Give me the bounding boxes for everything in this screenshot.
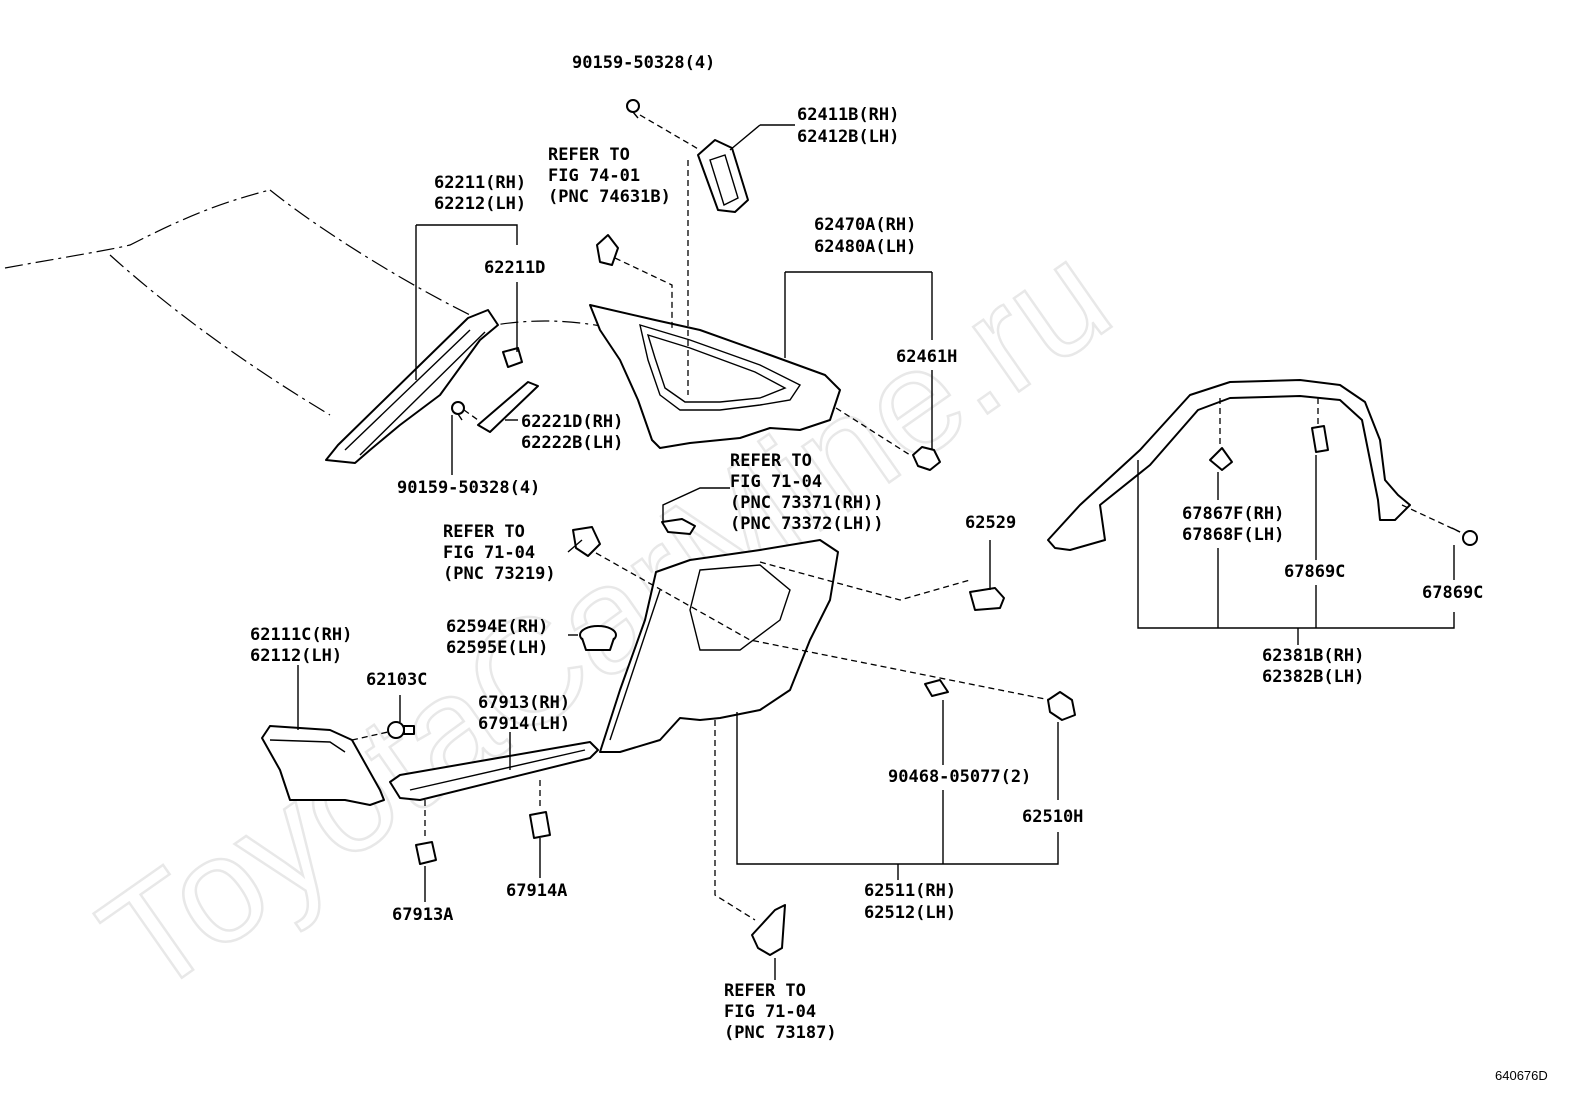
- label-weather-rh[interactable]: 62381B(RH): [1262, 646, 1364, 666]
- label-qtr-lh[interactable]: 62480A(LH): [814, 237, 916, 257]
- label-refer-73219-line2: FIG 71-04: [443, 543, 535, 563]
- label-refer-73219-line1: REFER TO: [443, 522, 525, 542]
- label-refer-7104a-line4[interactable]: (PNC 73372(LH)): [730, 514, 884, 534]
- label-clip-67868f[interactable]: 67868F(LH): [1182, 525, 1284, 545]
- label-bracket-lh[interactable]: 62412B(LH): [797, 127, 899, 147]
- screw-90468[interactable]: [924, 679, 949, 697]
- label-clip-67867f[interactable]: 67867F(RH): [1182, 504, 1284, 524]
- label-scuff-rh[interactable]: 67913(RH): [478, 693, 570, 713]
- label-refer-73187-line2: FIG 71-04: [724, 1002, 816, 1022]
- bracket-73187[interactable]: [751, 904, 786, 956]
- clip-67867f[interactable]: [1209, 447, 1233, 471]
- label-refer-73219-line3[interactable]: (PNC 73219): [443, 564, 556, 584]
- label-pillar-lh[interactable]: 62212(LH): [434, 194, 526, 214]
- label-scuff-lh[interactable]: 67914(LH): [478, 714, 570, 734]
- label-refer-74-line3[interactable]: (PNC 74631B): [548, 187, 671, 207]
- clip-74631b[interactable]: [596, 234, 619, 266]
- label-strip-rh[interactable]: 62221D(RH): [521, 412, 623, 432]
- label-cap-rh[interactable]: 62594E(RH): [446, 617, 548, 637]
- pillar-strip[interactable]: [477, 381, 539, 433]
- clip-67869c-b[interactable]: [1451, 527, 1478, 546]
- quarter-window-garnish[interactable]: [589, 304, 841, 449]
- label-refer-7104a-line3[interactable]: (PNC 73371(RH)): [730, 493, 884, 513]
- part-62529[interactable]: [969, 587, 1005, 611]
- bolt-lower[interactable]: [451, 401, 465, 421]
- clip-62211d[interactable]: [502, 347, 523, 368]
- label-pillar-rh[interactable]: 62211(RH): [434, 173, 526, 193]
- clip-73371[interactable]: [661, 518, 696, 535]
- cap-62594e[interactable]: [579, 625, 617, 651]
- label-clip-67869c-b[interactable]: 67869C: [1422, 583, 1483, 603]
- label-bolt-top[interactable]: 90159-50328(4): [572, 53, 715, 73]
- label-refer-74-line1: REFER TO: [548, 145, 630, 165]
- label-bracket-rh[interactable]: 62411B(RH): [797, 105, 899, 125]
- label-strip-lh[interactable]: 62222B(LH): [521, 433, 623, 453]
- front-pillar-garnish[interactable]: [325, 309, 499, 464]
- label-refer-73187-line1: REFER TO: [724, 981, 806, 1001]
- clip-67914a[interactable]: [529, 811, 551, 839]
- clip-67869c-a[interactable]: [1311, 425, 1329, 453]
- door-weatherstrip[interactable]: [1047, 379, 1411, 551]
- label-clip-67869c-a[interactable]: 67869C: [1284, 562, 1345, 582]
- scuff-plate[interactable]: [389, 741, 599, 801]
- bracket-62411b[interactable]: [697, 139, 749, 213]
- clip-62510h[interactable]: [1047, 691, 1076, 721]
- label-refer-7104a-line1: REFER TO: [730, 451, 812, 471]
- bolt-top[interactable]: [626, 99, 640, 119]
- label-clip-62510h[interactable]: 62510H: [1022, 807, 1083, 827]
- cowl-side-trim[interactable]: [261, 725, 385, 806]
- label-clip-67913a[interactable]: 67913A: [392, 905, 453, 925]
- clip-62103c[interactable]: [387, 721, 415, 739]
- label-refer-7104a-line2: FIG 71-04: [730, 472, 822, 492]
- quarter-trim-panel[interactable]: [599, 539, 839, 753]
- clip-62461h[interactable]: [912, 446, 941, 471]
- figure-code: 640676D: [1495, 1068, 1548, 1083]
- label-cap-lh[interactable]: 62595E(LH): [446, 638, 548, 658]
- label-clip-62103c[interactable]: 62103C: [366, 670, 427, 690]
- label-refer-73187-line3[interactable]: (PNC 73187): [724, 1023, 837, 1043]
- label-refer-74-line2: FIG 74-01: [548, 166, 640, 186]
- label-clip-62211d[interactable]: 62211D: [484, 258, 545, 278]
- label-clip-62461h[interactable]: 62461H: [896, 347, 957, 367]
- leader-lines: [297, 124, 1455, 980]
- label-cowl-rh[interactable]: 62111C(RH): [250, 625, 352, 645]
- label-trim-rh[interactable]: 62511(RH): [864, 881, 956, 901]
- label-part-62529[interactable]: 62529: [965, 513, 1016, 533]
- label-cowl-lh[interactable]: 62112(LH): [250, 646, 342, 666]
- part-labels: 90159-50328(4) 62411B(RH) 62412B(LH) REF…: [250, 53, 1548, 1083]
- label-weather-lh[interactable]: 62382B(LH): [1262, 667, 1364, 687]
- label-clip-67914a[interactable]: 67914A: [506, 881, 567, 901]
- label-qtr-rh[interactable]: 62470A(RH): [814, 215, 916, 235]
- label-bolt-lower[interactable]: 90159-50328(4): [397, 478, 540, 498]
- label-screw-90468[interactable]: 90468-05077(2): [888, 767, 1031, 787]
- clip-67913a[interactable]: [415, 841, 437, 865]
- label-trim-lh[interactable]: 62512(LH): [864, 903, 956, 923]
